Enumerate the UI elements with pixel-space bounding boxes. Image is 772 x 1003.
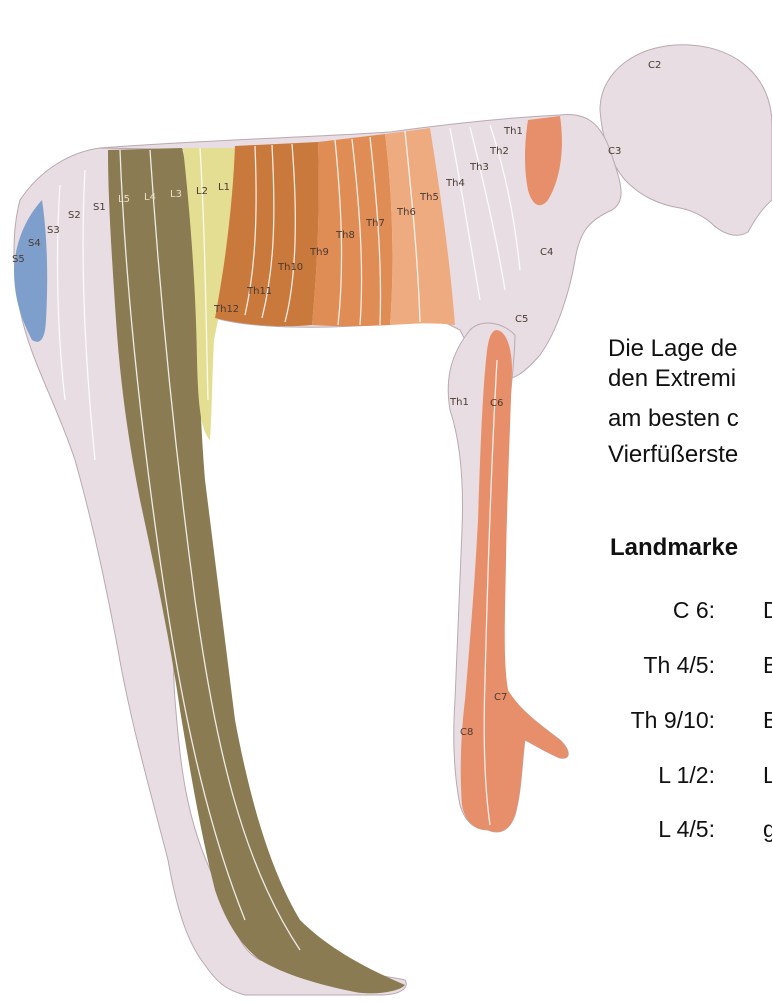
label-Th6: Th6	[396, 207, 416, 218]
landmark-value: L	[763, 762, 772, 789]
label-Th5: Th5	[419, 192, 439, 203]
label-S4: S4	[28, 238, 41, 249]
intro-line-4: Vierfüßerste	[608, 440, 738, 470]
label-C8: C8	[460, 727, 473, 738]
landmark-segment: C 6:	[607, 597, 715, 624]
landmark-segment: L 4/5:	[607, 816, 715, 843]
intro-line-1: Die Lage de	[608, 334, 737, 364]
label-Th4: Th4	[445, 178, 465, 189]
label-Th9: Th9	[309, 247, 329, 258]
landmark-segment: Th 4/5:	[607, 652, 715, 679]
landmark-value: D	[763, 597, 772, 624]
label-Th7: Th7	[365, 218, 385, 229]
label-Th3: Th3	[469, 162, 489, 173]
label-C4: C4	[540, 247, 553, 258]
label-S5: S5	[12, 254, 25, 265]
landmark-value: g	[763, 816, 772, 843]
label-C2: C2	[648, 60, 661, 71]
label-L5: L5	[118, 194, 130, 205]
label-Th12: Th12	[213, 304, 239, 315]
label-C6: C6	[490, 398, 503, 409]
label-Th11: Th11	[246, 286, 272, 297]
label-Th8: Th8	[335, 230, 355, 241]
head	[600, 45, 772, 235]
landmark-segment: L 1/2:	[607, 762, 715, 789]
label-Th2: Th2	[489, 146, 509, 157]
label-C3: C3	[608, 146, 621, 157]
label-Th1-arm: Th1	[449, 397, 469, 408]
label-S3: S3	[47, 225, 60, 236]
label-L2: L2	[196, 186, 208, 197]
label-S1: S1	[93, 202, 106, 213]
label-Th1-chest: Th1	[503, 126, 523, 137]
landmark-value: B	[763, 652, 772, 679]
intro-line-3: am besten c	[608, 404, 739, 434]
landmark-value: B	[763, 707, 772, 734]
label-C5: C5	[515, 314, 528, 325]
label-L3: L3	[170, 189, 182, 200]
label-L1: L1	[218, 182, 230, 193]
label-Th10: Th10	[277, 262, 303, 273]
label-C7: C7	[494, 692, 507, 703]
landmark-segment: Th 9/10:	[607, 707, 715, 734]
intro-line-2: den Extremi	[608, 364, 736, 394]
landmarks-heading: Landmarke	[610, 534, 738, 562]
label-S2: S2	[68, 210, 81, 221]
label-L4: L4	[144, 192, 156, 203]
